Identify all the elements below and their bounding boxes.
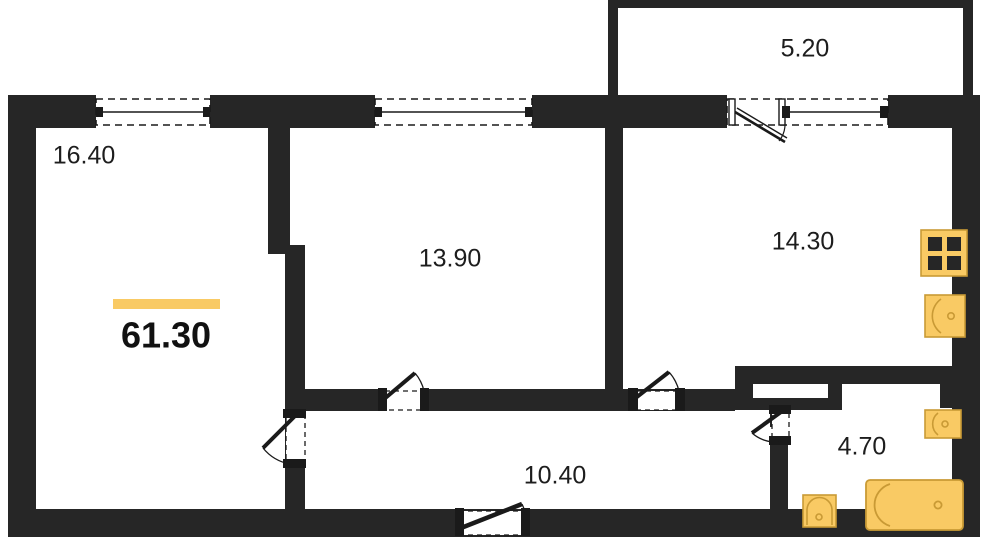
balcony-door-leaf-edge [736,107,788,139]
bathtub-body [865,479,964,531]
door-kitchen-jamb-right [675,388,685,411]
partition-bedroom-lower [285,245,305,513]
room-label-bedroom: 16.40 [53,142,116,170]
exterior-wall-top-c [532,95,727,128]
door-bathroom [750,405,791,445]
toilet-fixture [802,494,837,528]
door-bathroom-swing-arc [751,432,780,443]
bathroom-wall-top [735,366,960,384]
stove-fixture [920,229,968,277]
door-bedroom-jamb-bottom [283,459,306,468]
door-bathroom-jamb-bottom [769,436,791,445]
toilet-body [802,494,837,528]
window-bedroom-jamb-right [203,107,210,117]
bathroom-wall-right-return [940,373,956,408]
bathtub-inner-edge [873,483,891,527]
partition-living-kitchen [605,119,623,404]
kitchen-sink-body [924,294,966,338]
door-living-jamb-left [378,388,387,411]
balcony-door-swing-arc [778,124,786,142]
stove-burner-1 [928,237,942,251]
bathtub-fixture [865,479,964,531]
wall-structure [8,0,980,537]
door-bedroom-jamb-top [283,409,306,418]
toilet-bowl [806,496,833,525]
door-living-jamb-right [420,388,429,411]
bathtub-drain [933,500,943,510]
door-kitchen-swing-arc [668,371,680,392]
balcony-door-leaf [734,110,786,144]
balcony-wall-left [608,0,618,98]
door-bedroom-swing-arc [262,447,291,465]
total-area-value: 61.30 [121,315,211,356]
bathroom-wall-left-lower [770,436,788,513]
entrance-door-jamb-left [455,508,464,536]
room-label-corridor: 10.40 [524,462,587,490]
toilet-drain [815,513,823,521]
door-living-room [378,371,429,411]
stove-burner-2 [947,237,961,251]
room-label-living-room: 13.90 [419,245,482,273]
wash-basin-fixture [924,409,962,439]
entrance-door-swing-arc [521,503,529,529]
door-living-leaf [381,371,417,402]
door-bedroom-leaf [261,414,297,450]
stove-burner-3 [928,256,942,270]
door-living-swing-arc [414,372,425,392]
room-label-balcony: 5.20 [781,35,830,63]
exterior-wall-left [8,95,36,537]
stove-burner-4 [947,256,961,270]
wash-basin-body [924,409,962,439]
door-bathroom-jamb-top [769,405,791,414]
door-bedroom [261,409,306,468]
balcony-window-jamb-left [782,106,790,118]
door-bathroom-leaf [750,410,783,435]
balcony-door-jamb-left [728,98,736,126]
room-label-kitchen: 14.30 [772,228,835,256]
kitchen-sink-drain [946,311,955,320]
entrance-door-jamb-right [521,508,530,536]
balcony-wall-right [963,0,973,98]
entrance-door [455,501,530,536]
door-kitchen-leaf [631,370,671,402]
partition-corridor-top-b [425,389,625,411]
window-bedroom [95,98,211,126]
bathroom-niche-bottom [735,398,842,410]
exterior-wall-top-b [210,95,375,128]
room-label-bathroom: 4.70 [838,433,887,461]
entrance-door-leaf [460,501,523,531]
bathroom-wall-top-left-return [735,366,753,408]
wash-basin-bowl [931,412,939,436]
partition-corridor-top-a [290,389,385,411]
wash-basin-drain [941,420,949,428]
window-living-jamb-left [375,107,382,117]
balcony-wall-top [608,0,973,8]
balcony-door [726,98,889,144]
balcony-window-jamb-right [880,106,888,118]
door-kitchen [628,370,685,411]
window-bedroom-jamb-left [96,107,103,117]
kitchen-sink-bowl [931,298,942,334]
total-area-accent-bar [113,299,220,309]
window-living-room [374,98,533,126]
window-living-jamb-right [525,107,532,117]
partition-bedroom-upper [268,119,290,254]
kitchen-sink-fixture [924,294,966,338]
